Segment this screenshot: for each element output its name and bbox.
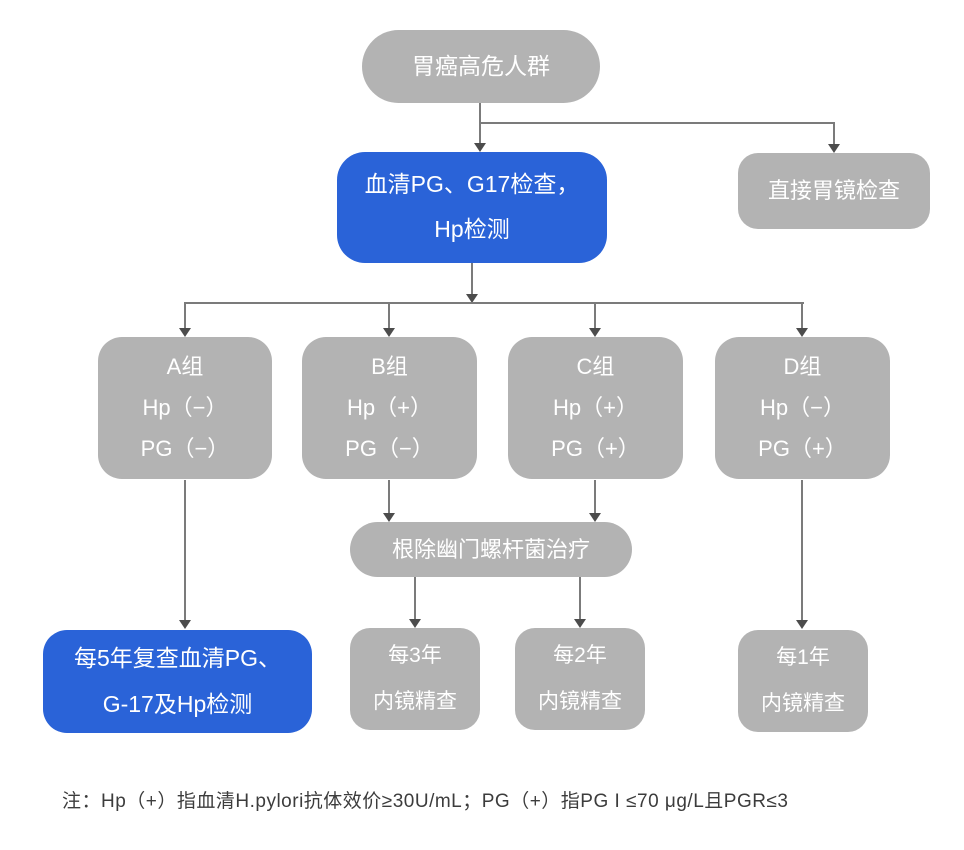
node-endoscopy-every-3-years: 每3年 内镜精查 (350, 628, 480, 730)
node-label: 直接胃镜检查 (767, 178, 900, 203)
pg-status: PG（−） (345, 436, 434, 461)
node-label-line1: 血清PG、G17检查， (364, 171, 580, 197)
group-name: B组 (371, 354, 408, 379)
connector-groups-branch (184, 302, 804, 304)
node-label-line2: Hp检测 (434, 216, 510, 242)
connector-to-direct (833, 122, 835, 144)
hp-status: Hp（−） (142, 395, 228, 420)
arrowhead-to-group-a (179, 328, 191, 337)
connector-to-group-b (388, 304, 390, 328)
node-endoscopy-every-1-year: 每1年 内镜精查 (738, 630, 868, 732)
connector-group-b-to-eradication (388, 480, 390, 513)
arrowhead-b-to-eradication (383, 513, 395, 522)
group-name: D组 (783, 354, 822, 379)
arrowhead-to-endoscopy-2y (574, 619, 586, 628)
node-label: 根除幽门螺杆菌治疗 (391, 537, 590, 562)
connector-to-group-c (594, 304, 596, 328)
connector-to-endoscopy-2y (579, 577, 581, 619)
connector-group-c-to-eradication (594, 480, 596, 513)
group-name: A组 (166, 354, 204, 379)
connector-to-group-a (184, 304, 186, 328)
connector-to-endoscopy-3y (414, 577, 416, 619)
arrowhead-to-endoscopy-1y (796, 620, 808, 629)
connector-top-stem (479, 103, 481, 122)
node-label-line1: 每3年 (388, 644, 442, 667)
node-endoscopy-every-2-years: 每2年 内镜精查 (515, 628, 645, 730)
pg-status: PG（−） (140, 436, 230, 461)
node-group-c: C组 Hp（+） PG（+） (508, 337, 683, 479)
node-label-line1: 每5年复查血清PG、 (73, 645, 282, 671)
node-label-line2: 内镜精查 (761, 692, 845, 715)
node-group-d: D组 Hp（−） PG（+） (715, 337, 890, 479)
node-review-every-5-years: 每5年复查血清PG、 G-17及Hp检测 (43, 630, 312, 733)
node-label-line1: 每1年 (776, 646, 830, 669)
connector-top-branch (479, 122, 835, 124)
arrowhead-to-review (179, 620, 191, 629)
arrowhead-serum-to-branch (466, 294, 478, 303)
node-label-line1: 每2年 (553, 644, 607, 667)
node-group-b: B组 Hp（+） PG（−） (302, 337, 477, 479)
node-high-risk-population: 胃癌高危人群 (362, 30, 600, 103)
node-direct-gastroscopy: 直接胃镜检查 (738, 153, 930, 229)
arrowhead-c-to-eradication (589, 513, 601, 522)
arrowhead-to-endoscopy-3y (409, 619, 421, 628)
node-label-line2: 内镜精查 (538, 690, 622, 713)
group-name: C组 (576, 354, 615, 379)
hp-status: Hp（+） (553, 395, 638, 420)
connector-to-group-d (801, 304, 803, 328)
node-serum-pg-g17-hp-test: 血清PG、G17检查， Hp检测 (337, 152, 607, 263)
footnote: 注：Hp（+）指血清H.pylori抗体效价≥30U/mL；PG（+）指PG I… (62, 791, 789, 812)
arrowhead-to-group-b (383, 328, 395, 337)
hp-status: Hp（−） (760, 395, 845, 420)
node-label-line2: 内镜精查 (373, 690, 457, 713)
node-label-line2: G-17及Hp检测 (102, 691, 253, 717)
hp-status: Hp（+） (347, 395, 432, 420)
pg-status: PG（+） (758, 436, 847, 461)
node-label: 胃癌高危人群 (412, 53, 550, 79)
arrowhead-to-group-c (589, 328, 601, 337)
arrowhead-to-serum (474, 143, 486, 152)
connector-serum-stem (471, 263, 473, 294)
node-group-a: A组 Hp（−） PG（−） (98, 337, 272, 479)
arrowhead-to-direct (828, 144, 840, 153)
arrowhead-to-group-d (796, 328, 808, 337)
connector-group-d-to-endoscopy-1y (801, 480, 803, 620)
pg-status: PG（+） (551, 436, 640, 461)
connector-group-a-to-review (184, 480, 186, 620)
node-hp-eradication-treatment: 根除幽门螺杆菌治疗 (350, 522, 632, 577)
connector-to-serum (479, 122, 481, 143)
